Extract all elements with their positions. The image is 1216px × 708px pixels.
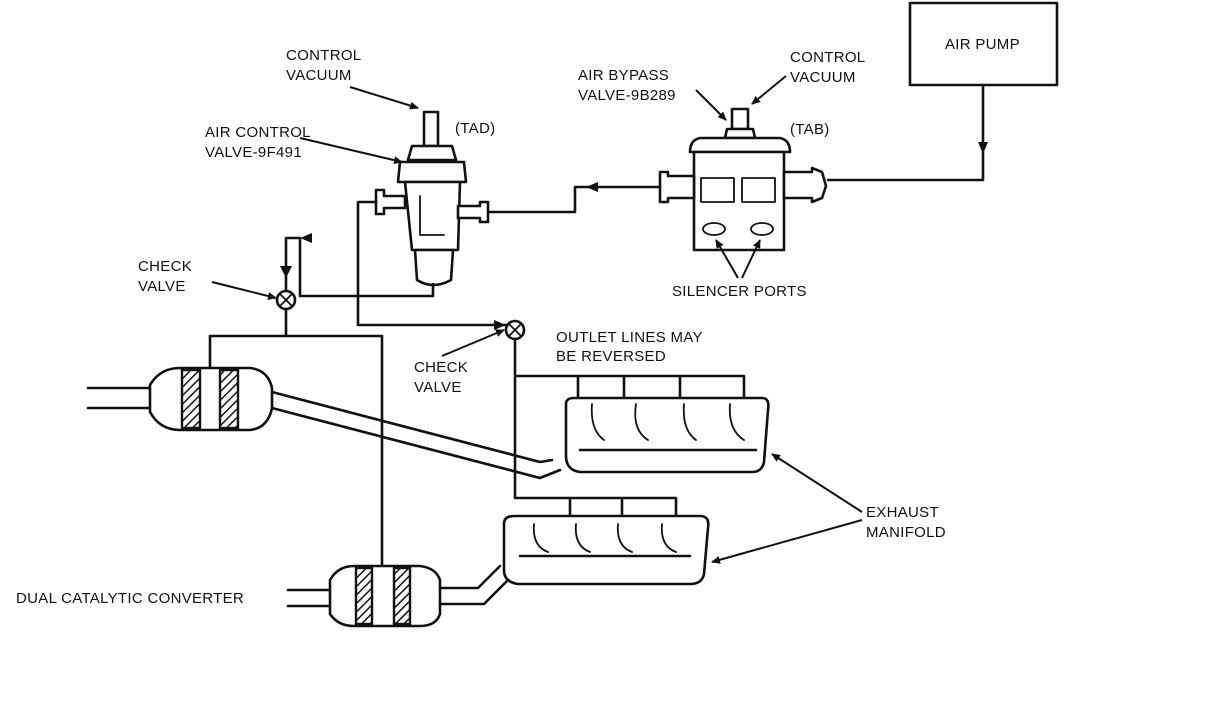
exhaust-manifold-upper <box>564 396 770 474</box>
air-bypass-valve-label: AIR BYPASS <box>578 67 669 84</box>
exhaust-manifold-label: EXHAUST <box>866 504 939 521</box>
check-valve-lower <box>504 319 526 341</box>
flow-arrow-icon <box>978 142 988 154</box>
catalytic-converter-lower <box>286 564 510 628</box>
flow-arrow-icon <box>280 266 292 278</box>
outlet-lines-note: OUTLET LINES MAY <box>556 329 703 346</box>
air-bypass-valve <box>658 107 828 252</box>
flow-arrow-icon <box>586 182 598 192</box>
air-pump-label: AIR PUMP <box>945 36 1020 53</box>
control-valve-lower-outlet <box>284 236 435 300</box>
flow-arrow-icon <box>300 233 312 243</box>
check-valve-upper <box>275 289 297 311</box>
exhaust-manifold-label: MANIFOLD <box>866 524 946 541</box>
bypass-to-control-line <box>478 185 662 214</box>
catalytic-converter-upper <box>86 366 562 480</box>
control-valve-upper-outlet <box>356 200 514 327</box>
flow-arrow-icon <box>494 320 506 330</box>
converter-air-line <box>208 307 384 570</box>
dual-catalytic-converter-label: DUAL CATALYTIC CONVERTER <box>16 590 244 607</box>
air-control-valve-label: VALVE-9F491 <box>205 144 302 161</box>
air-bypass-valve-label: VALVE-9B289 <box>578 87 676 104</box>
outlet-lines-note: BE REVERSED <box>556 348 666 365</box>
tab-label: (TAB) <box>790 121 830 138</box>
exhaust-manifold-lower <box>502 514 710 586</box>
air-control-valve-label: AIR CONTROL <box>205 124 311 141</box>
check-valve-upper-label: CHECK <box>138 258 192 275</box>
leader-lines <box>211 75 863 564</box>
check-valve-lower-label: CHECK <box>414 359 468 376</box>
control-vacuum-left-label: VACUUM <box>286 67 352 84</box>
manifold-air-line <box>513 337 746 522</box>
air-control-valve <box>374 110 490 287</box>
control-vacuum-left-label: CONTROL <box>286 47 361 64</box>
air-pump: AIR PUMP <box>908 1 1059 87</box>
control-vacuum-right-label: VACUUM <box>790 69 856 86</box>
check-valve-upper-label: VALVE <box>138 278 186 295</box>
tad-label: (TAD) <box>455 120 495 137</box>
control-vacuum-right-label: CONTROL <box>790 49 865 66</box>
silencer-ports-label: SILENCER PORTS <box>672 283 807 300</box>
pump-outlet-line <box>826 83 985 182</box>
check-valve-lower-label: VALVE <box>414 379 462 396</box>
